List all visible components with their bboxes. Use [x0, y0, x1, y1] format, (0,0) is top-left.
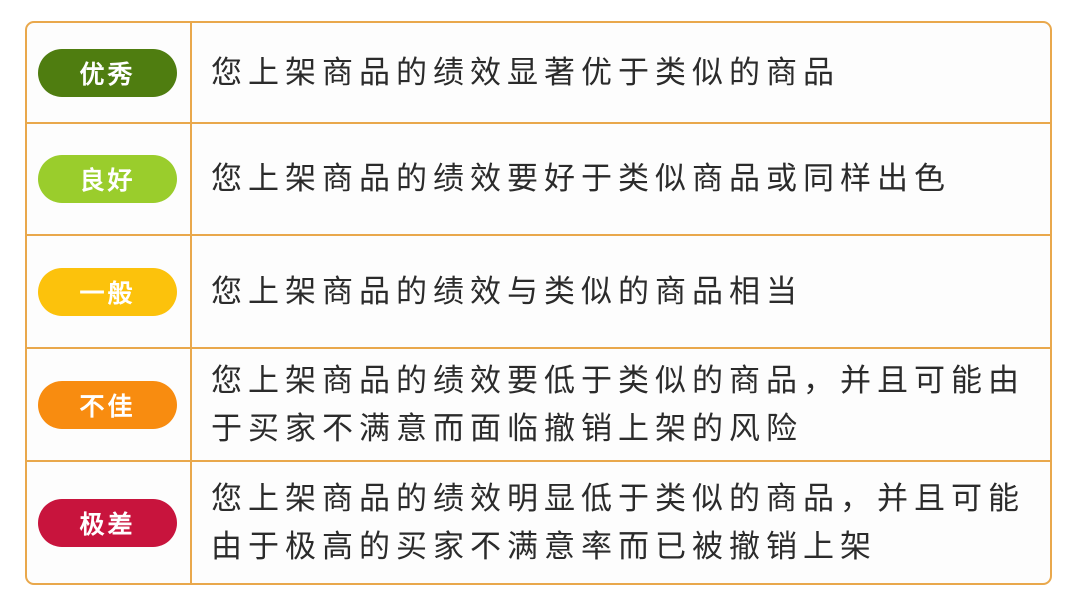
- description-cell: 您上架商品的绩效要低于类似的商品，并且可能由于买家不满意而面临撤销上架的风险: [192, 349, 1050, 460]
- performance-rating-table: 优秀 您上架商品的绩效显著优于类似的商品 良好 您上架商品的绩效要好于类似商品或…: [25, 21, 1052, 585]
- rating-badge-good: 良好: [38, 155, 177, 203]
- rating-badge-very-poor: 极差: [38, 498, 177, 547]
- rating-description: 您上架商品的绩效显著优于类似的商品: [211, 54, 840, 91]
- rating-cell: 一般: [27, 236, 192, 347]
- rating-cell: 良好: [27, 124, 192, 234]
- rating-badge-excellent: 优秀: [38, 48, 177, 97]
- description-cell: 您上架商品的绩效与类似的商品相当: [192, 236, 1050, 347]
- rating-description: 您上架商品的绩效明显低于类似的商品，并且可能由于极高的买家不满意率而已被撤销上架: [211, 480, 1025, 565]
- rating-cell: 优秀: [27, 23, 192, 122]
- table-row-average: 一般 您上架商品的绩效与类似的商品相当: [27, 236, 1050, 349]
- description-cell: 您上架商品的绩效要好于类似商品或同样出色: [192, 124, 1050, 234]
- rating-cell: 极差: [27, 462, 192, 583]
- rating-description: 您上架商品的绩效与类似的商品相当: [211, 273, 803, 310]
- table-row-very-poor: 极差 您上架商品的绩效明显低于类似的商品，并且可能由于极高的买家不满意率而已被撤…: [27, 462, 1050, 583]
- rating-badge-poor: 不佳: [38, 380, 177, 429]
- rating-badge-average: 一般: [38, 267, 177, 316]
- description-cell: 您上架商品的绩效显著优于类似的商品: [192, 23, 1050, 122]
- rating-description: 您上架商品的绩效要低于类似的商品，并且可能由于买家不满意而面临撤销上架的风险: [211, 362, 1025, 447]
- description-cell: 您上架商品的绩效明显低于类似的商品，并且可能由于极高的买家不满意率而已被撤销上架: [192, 462, 1050, 583]
- rating-description: 您上架商品的绩效要好于类似商品或同样出色: [211, 161, 951, 197]
- table-row-excellent: 优秀 您上架商品的绩效显著优于类似的商品: [27, 23, 1050, 124]
- table-row-good: 良好 您上架商品的绩效要好于类似商品或同样出色: [27, 124, 1050, 236]
- rating-cell: 不佳: [27, 349, 192, 460]
- table-row-poor: 不佳 您上架商品的绩效要低于类似的商品，并且可能由于买家不满意而面临撤销上架的风…: [27, 349, 1050, 462]
